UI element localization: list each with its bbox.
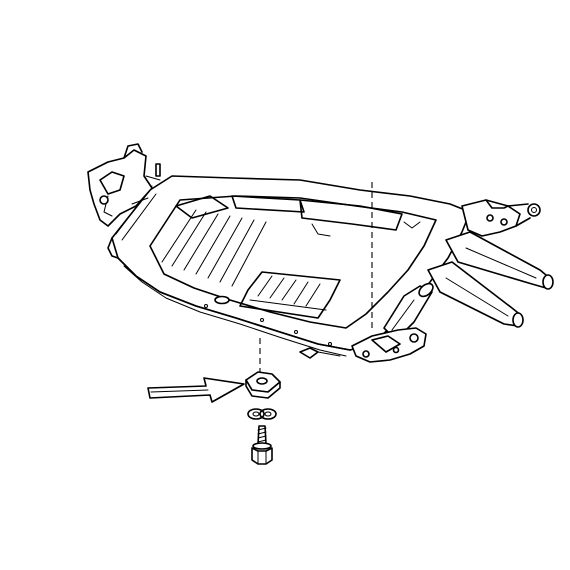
floor-pan <box>107 175 471 357</box>
rear-trailing-arm-upper <box>445 231 554 290</box>
side-sill-left <box>107 237 119 259</box>
figure-eight-washer-icon <box>247 408 277 420</box>
outline-arrow-right-icon <box>147 377 245 403</box>
hex-bolt-icon <box>251 425 273 465</box>
rear-right-bracket <box>461 199 541 237</box>
cross-member-mid <box>231 195 305 213</box>
front-left-strut-tower <box>87 143 161 227</box>
floor-drain-holes <box>204 295 332 346</box>
floor-ribs-left <box>161 209 267 287</box>
rubber-spacer-icon <box>245 371 281 399</box>
floor-pan-outline <box>111 175 471 351</box>
rear-left-bracket <box>299 327 427 363</box>
cross-member-front <box>175 195 229 219</box>
floor-ribs-rear <box>239 271 341 319</box>
central-tunnel <box>299 199 403 231</box>
floor-pan-front-lip <box>117 257 351 351</box>
rear-trailing-arm-lower <box>427 261 524 328</box>
